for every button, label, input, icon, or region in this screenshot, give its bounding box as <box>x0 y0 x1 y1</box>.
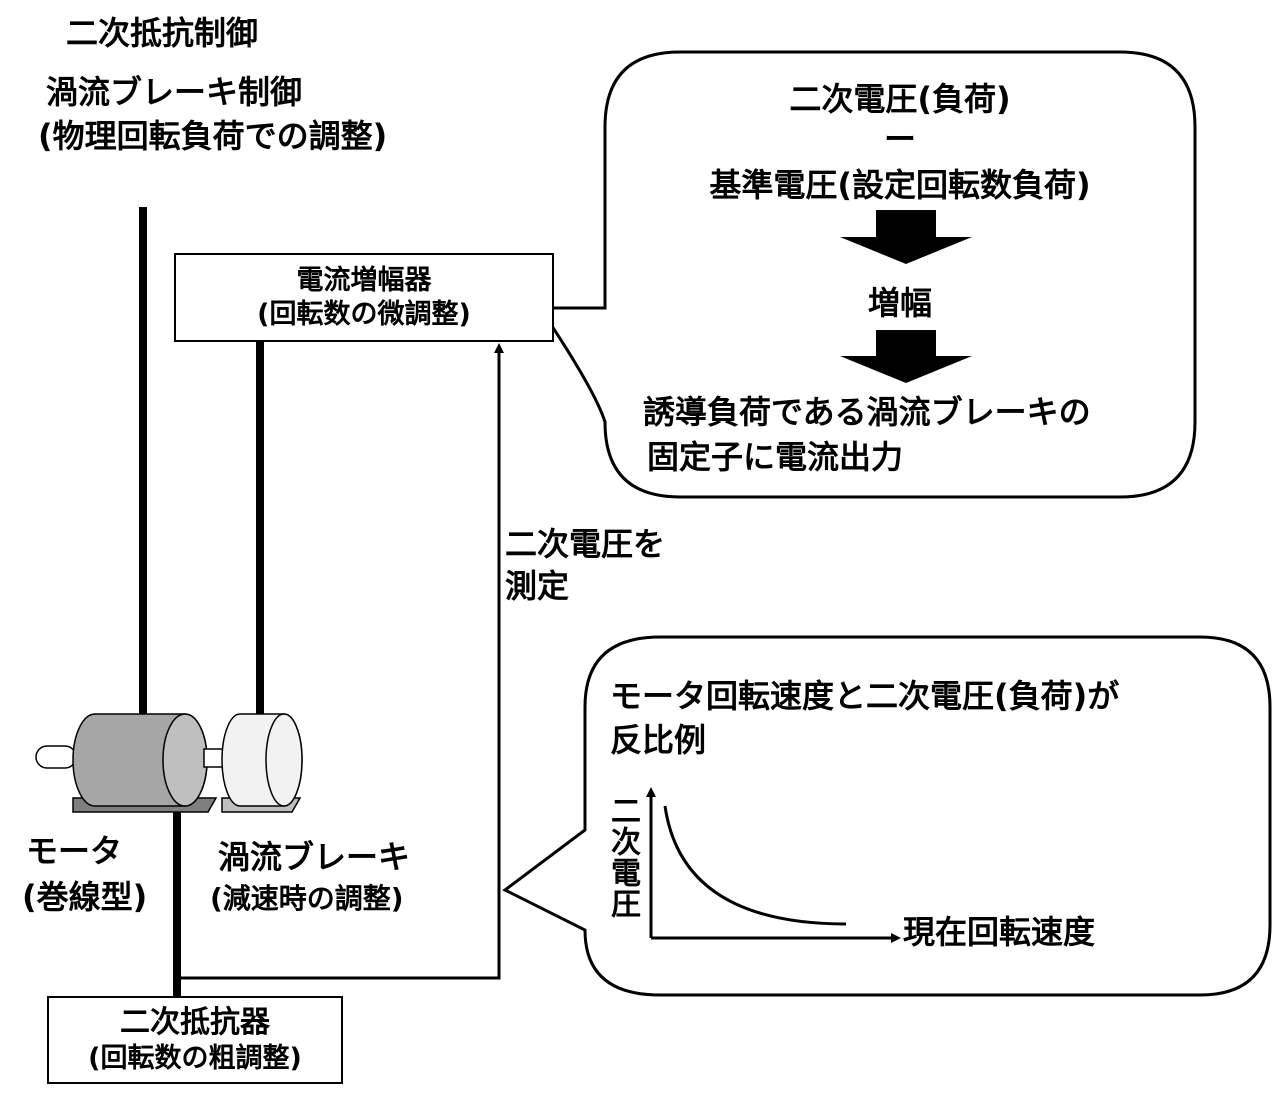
resistor-label: 二次抵抗器 <box>120 1005 270 1041</box>
graph-x-axis-label: 現在回転速度 <box>903 913 1096 951</box>
secondary-resistor-box: 二次抵抗器 (回転数の粗調整) <box>47 996 343 1084</box>
bubble-minus-sign: ー <box>883 120 916 158</box>
measurement-line <box>177 343 504 980</box>
title-eddy-line1: 渦流ブレーキ制御 <box>46 73 303 111</box>
current-amplifier-box: 電流増幅器 (回転数の微調整) <box>174 253 554 342</box>
graph-bubble-line1: モータ回転速度と二次電圧(負荷)が <box>610 677 1120 715</box>
graph-y-axis-label: 二次電圧 <box>605 795 640 919</box>
motor-sublabel: (巻線型) <box>22 878 148 916</box>
brake-label: 渦流ブレーキ <box>218 838 411 876</box>
process-bubble-shape <box>537 50 1197 499</box>
bubble-secondary-voltage: 二次電圧(負荷) <box>789 80 1011 118</box>
motor-illustration <box>35 713 227 813</box>
title-secondary-resistance: 二次抵抗制御 <box>66 14 259 52</box>
bubble-reference-voltage: 基準電圧(設定回転数負荷) <box>709 166 1091 204</box>
down-arrow-1 <box>840 210 972 264</box>
bubble-amplify: 増幅 <box>867 284 932 322</box>
graph-bubble-line2: 反比例 <box>610 721 707 759</box>
title-eddy-line2: (物理回転負荷での調整) <box>38 117 388 155</box>
bubble-output-line2: 固定子に電流出力 <box>647 438 904 476</box>
amplifier-sublabel: (回転数の微調整) <box>257 298 471 330</box>
brake-illustration <box>221 713 303 813</box>
graph-bubble-shape <box>502 635 1272 997</box>
resistor-sublabel: (回転数の粗調整) <box>88 1042 302 1074</box>
motor-label: モータ <box>26 832 123 870</box>
amplifier-label: 電流増幅器 <box>296 264 432 296</box>
down-arrow-2 <box>840 330 972 383</box>
inverse-curve <box>663 805 847 926</box>
measure-label-line2: 測定 <box>505 567 570 605</box>
bubble-output-line1: 誘導負荷である渦流ブレーキの <box>643 393 1091 431</box>
brake-sublabel: (減速時の調整) <box>210 882 404 915</box>
measure-label-line1: 二次電圧を <box>505 525 666 563</box>
